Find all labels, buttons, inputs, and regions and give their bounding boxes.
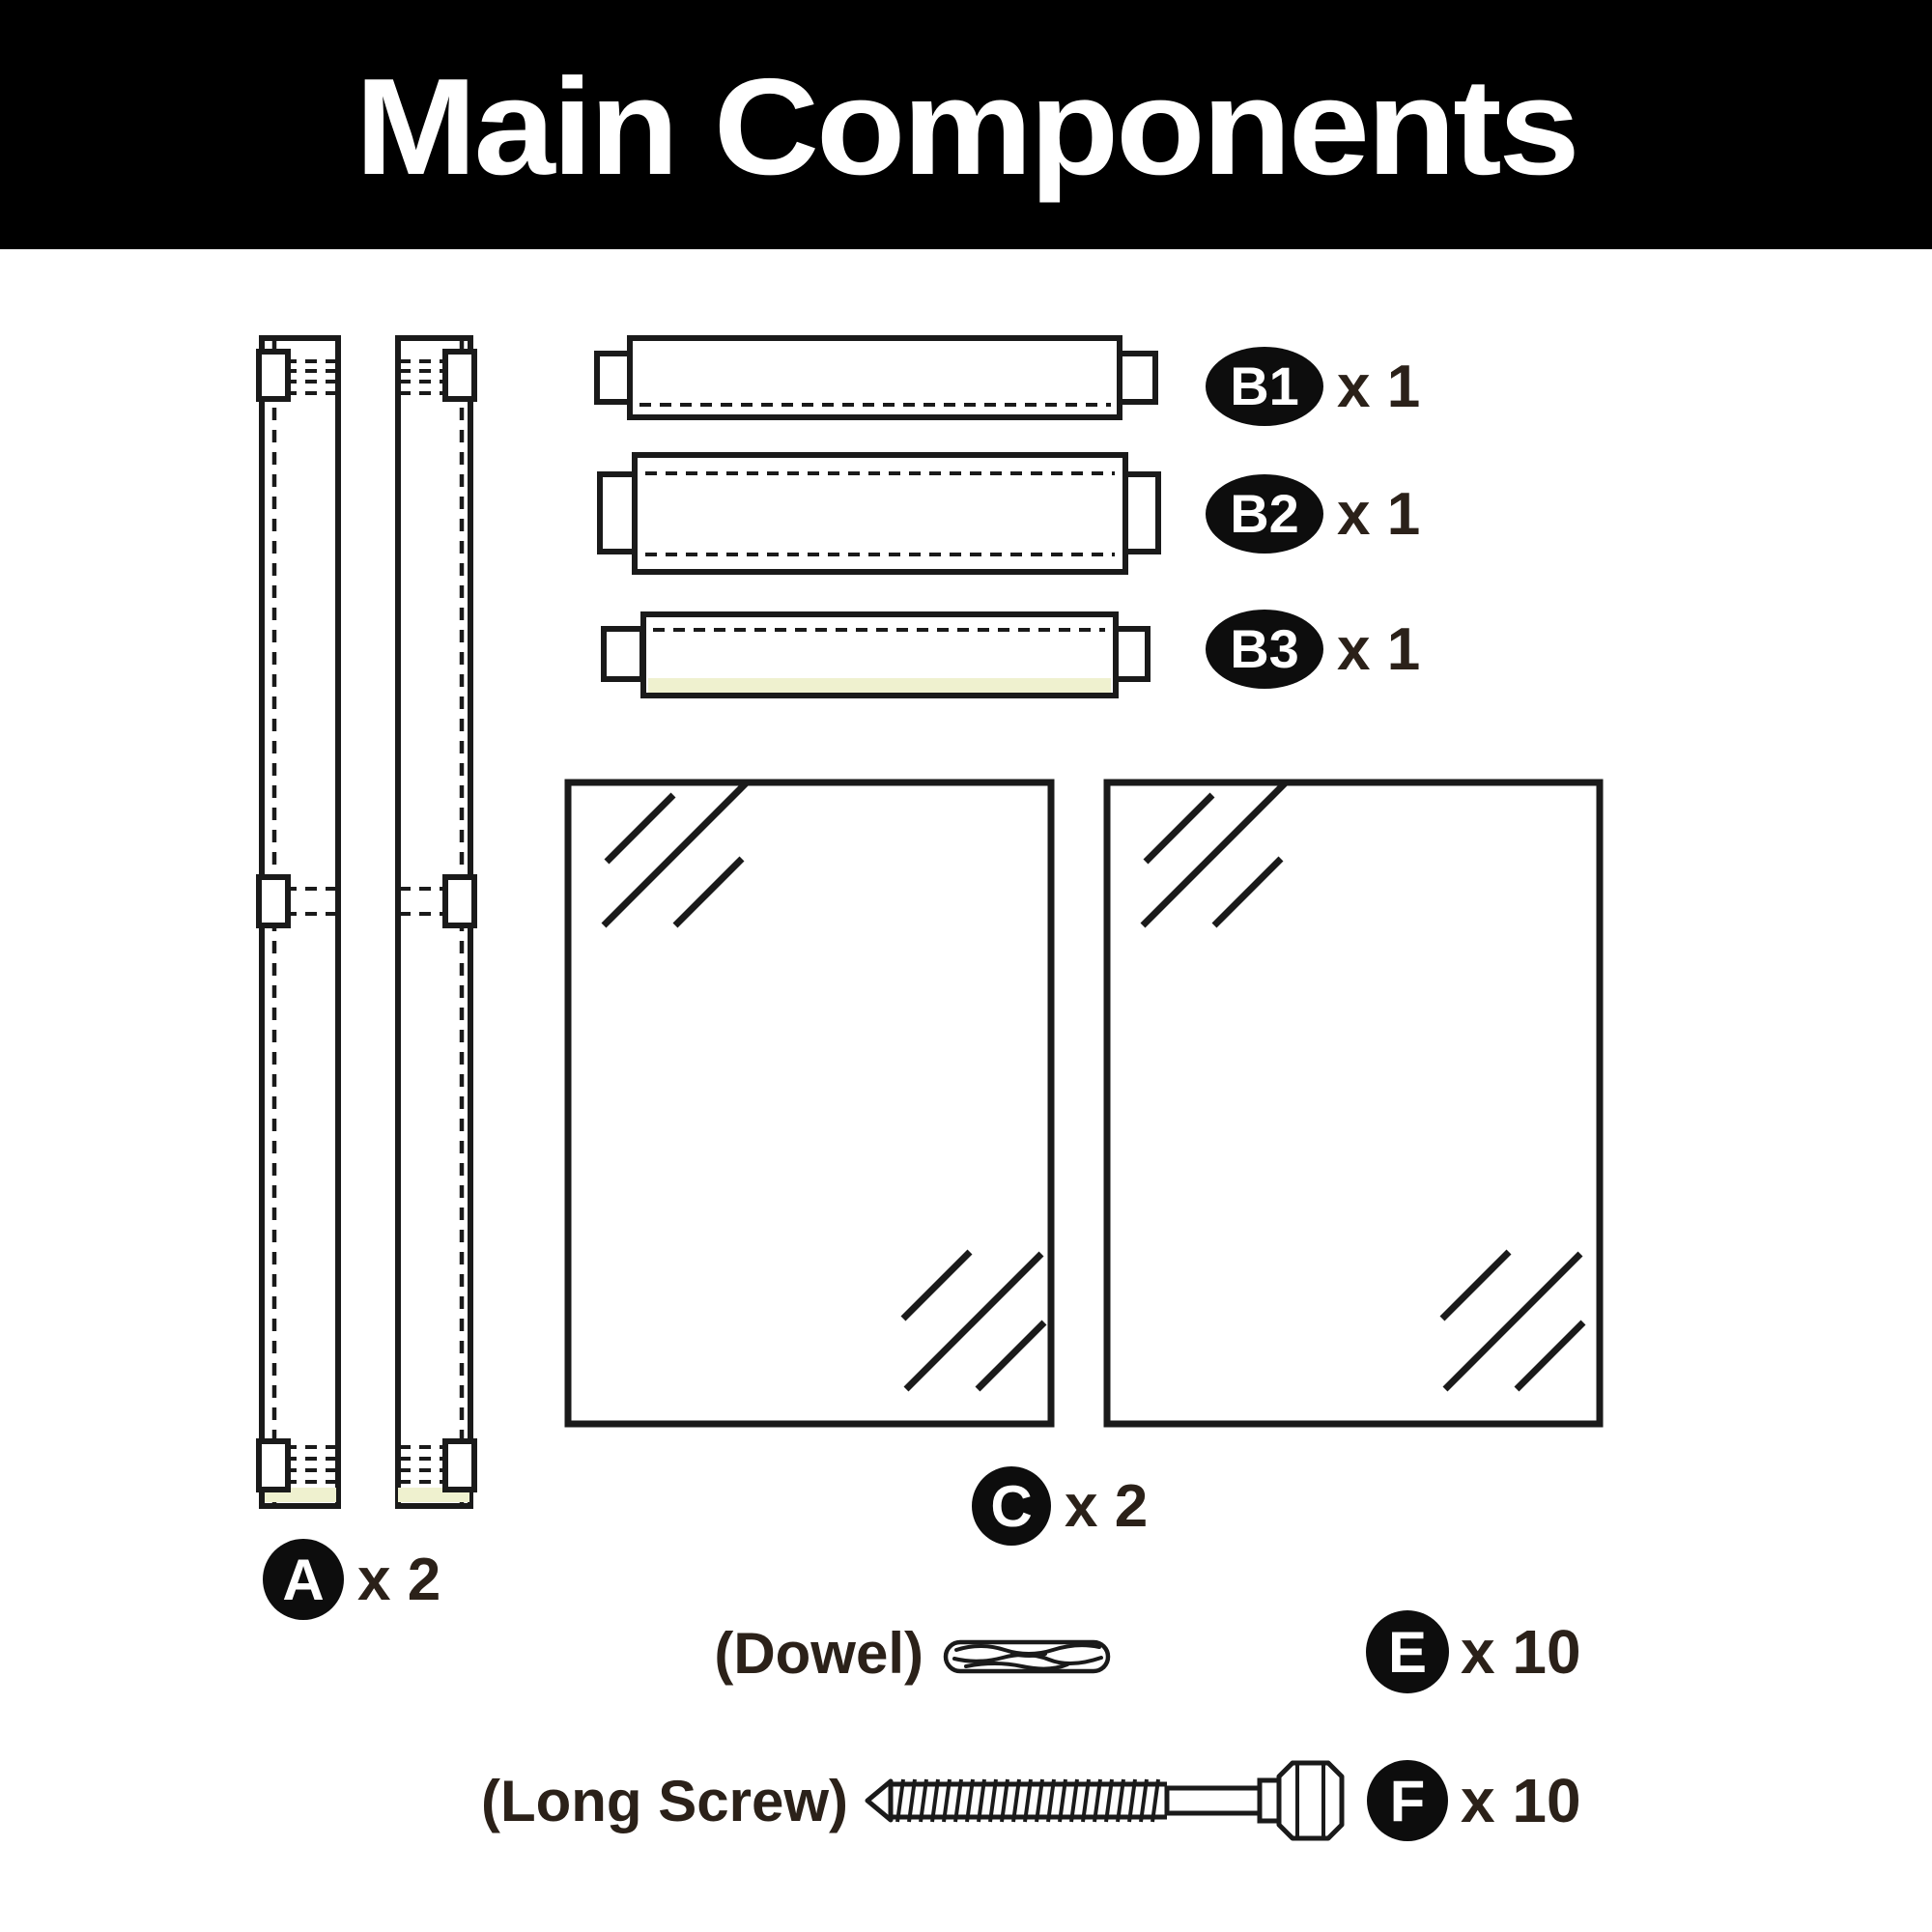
- part-a1-middle-tab: [256, 874, 291, 928]
- part-c-panel-left: [564, 779, 1055, 1428]
- glass-hatch: [903, 1251, 1044, 1392]
- qty-b1: x 1: [1337, 354, 1420, 420]
- part-b2-rail: [597, 452, 1161, 575]
- qty-e: x 10: [1461, 1617, 1581, 1687]
- glass-hatch: [1439, 1249, 1512, 1321]
- part-c1-body: [564, 779, 1055, 1428]
- badge-b1: [1206, 347, 1323, 426]
- badge-b3-letter: B3: [1230, 618, 1299, 679]
- glass-hatch: [1143, 792, 1215, 865]
- badge-b3: [1206, 610, 1323, 689]
- badge-f: [1367, 1760, 1448, 1841]
- legend-b1: B1 x 1: [1206, 347, 1420, 426]
- part-b3-rail: [601, 611, 1151, 698]
- qty-b3: x 1: [1337, 616, 1420, 683]
- screw-threads: [895, 1778, 1160, 1823]
- part-b1-body: [627, 335, 1122, 420]
- badge-b2-letter: B2: [1230, 483, 1299, 544]
- dowel-name-label: (Dowel): [714, 1621, 923, 1686]
- badge-f-letter: F: [1390, 1769, 1426, 1833]
- screw-shank: [1164, 1785, 1264, 1816]
- part-b3-left-tab: [601, 626, 645, 682]
- dowel-drawing: [943, 1639, 1111, 1674]
- part-c2-body: [1103, 779, 1604, 1428]
- glass-hatch: [601, 781, 749, 928]
- glass-hatch: [900, 1249, 973, 1321]
- legend-f-long-screw-row: (Long Screw) F x 10: [481, 1760, 1581, 1841]
- glass-hatch: [672, 856, 745, 928]
- part-a-panel-right: [395, 335, 477, 1509]
- glass-hatch: [1211, 856, 1284, 928]
- glass-hatch: [1514, 1320, 1586, 1392]
- qty-f: x 10: [1461, 1766, 1581, 1835]
- screw-hex-facets: [1295, 1765, 1325, 1836]
- part-b2-left-tab: [597, 471, 639, 554]
- badge-c-letter: C: [990, 1474, 1032, 1539]
- dowel-grain: [1010, 1652, 1047, 1658]
- dowel-grain: [964, 1662, 1069, 1671]
- screw-collar: [1257, 1777, 1282, 1824]
- badge-e-letter: E: [1388, 1620, 1427, 1685]
- part-a1-bottom-tab: [256, 1438, 291, 1492]
- long-screw-name-label: (Long Screw): [481, 1769, 848, 1833]
- glass-hatch: [1442, 1251, 1583, 1392]
- badge-b2: [1206, 474, 1323, 554]
- badge-a-letter: A: [282, 1548, 324, 1612]
- badge-c: [972, 1466, 1051, 1546]
- part-a1-top-tab: [256, 349, 291, 402]
- part-b1-right-tab: [1116, 351, 1158, 405]
- glass-hatch: [1140, 781, 1288, 928]
- qty-a: x 2: [357, 1547, 440, 1613]
- screw-tip: [865, 1778, 894, 1823]
- badge-b1-letter: B1: [1230, 355, 1299, 416]
- part-c-panel-right: [1103, 779, 1604, 1428]
- badge-a: [263, 1539, 344, 1620]
- badge-e: [1366, 1610, 1449, 1693]
- part-a-panel-left: [256, 335, 341, 1509]
- qty-b2: x 1: [1337, 481, 1420, 548]
- part-b3-edge-highlight: [648, 678, 1111, 693]
- legend-a: A x 2: [263, 1539, 440, 1620]
- part-a2-bottom-tab: [442, 1438, 477, 1492]
- qty-c: x 2: [1065, 1473, 1148, 1540]
- part-a2-middle-tab: [442, 874, 477, 928]
- part-b1-rail: [594, 335, 1158, 420]
- long-screw-drawing: [865, 1760, 1345, 1841]
- part-a2-top-tab: [442, 349, 477, 402]
- title-banner: [0, 0, 1932, 249]
- part-b1-left-tab: [594, 351, 635, 405]
- legend-e-dowel-row: (Dowel) E x 10: [714, 1610, 1581, 1693]
- glass-hatch: [975, 1320, 1047, 1392]
- glass-hatch: [604, 792, 676, 865]
- legend-b3: B3 x 1: [1206, 610, 1420, 689]
- legend-c: C x 2: [972, 1466, 1148, 1546]
- page-title: Main Components: [355, 50, 1577, 204]
- legend-b2: B2 x 1: [1206, 474, 1420, 554]
- screw-hex-head: [1276, 1760, 1345, 1841]
